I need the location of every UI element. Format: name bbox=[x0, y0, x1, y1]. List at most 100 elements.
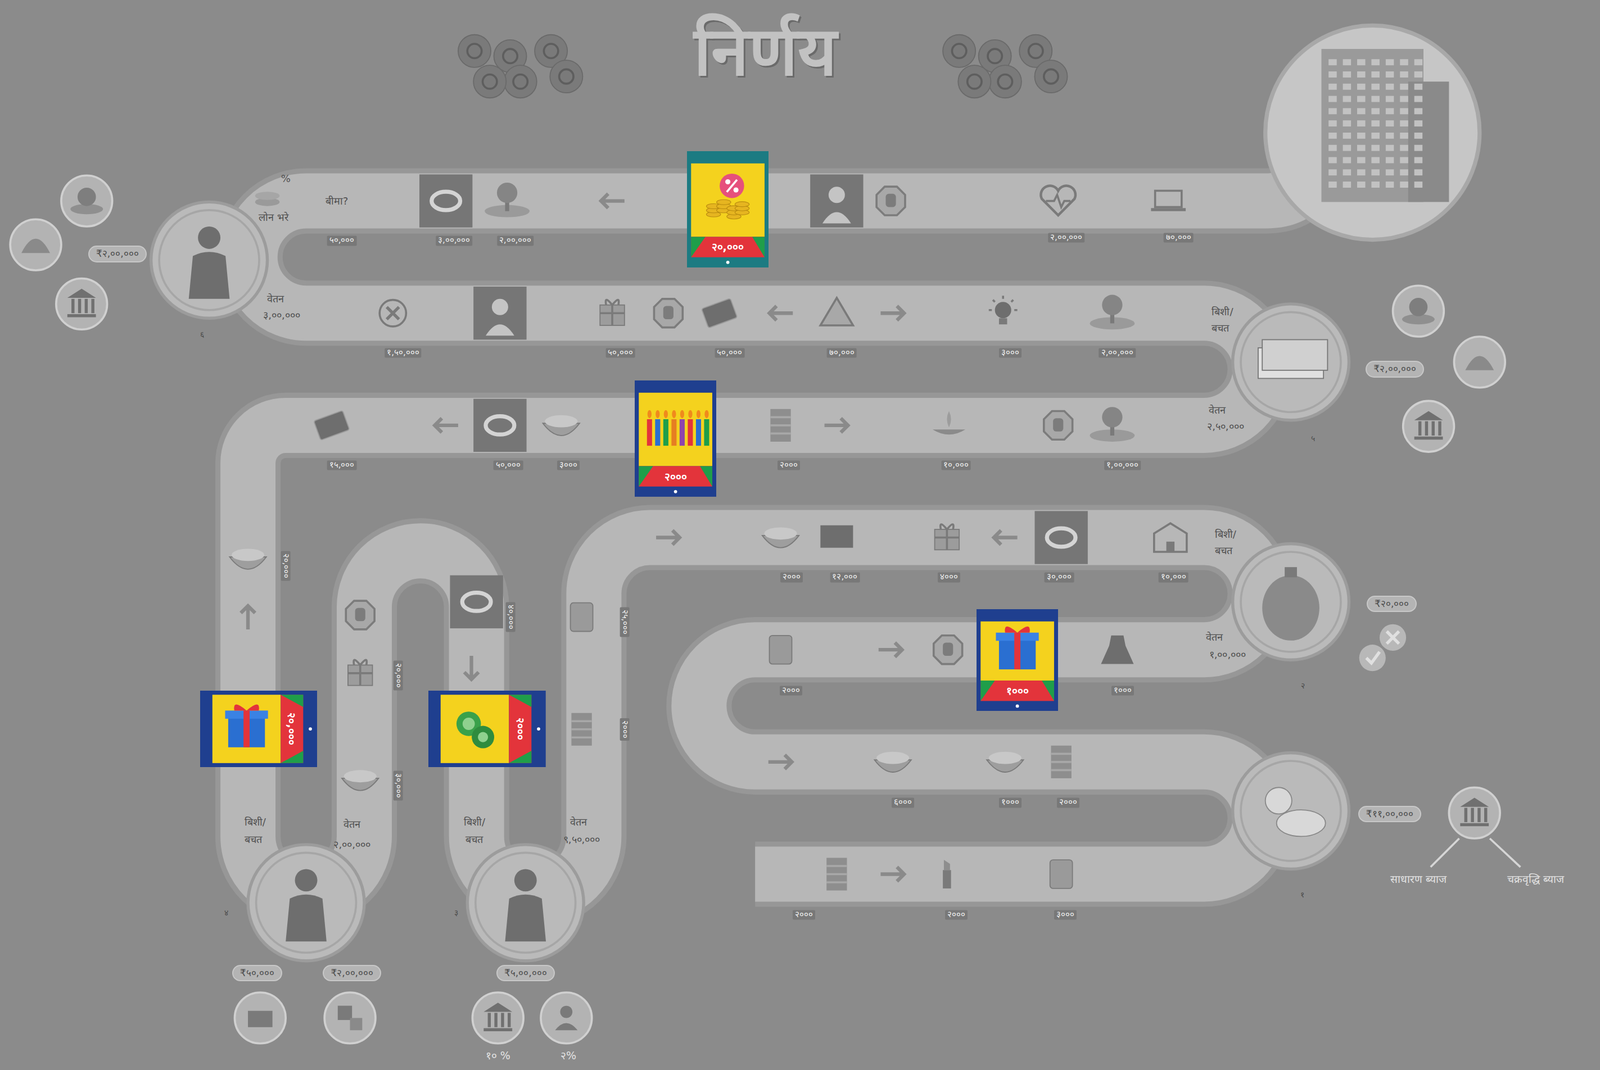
option-icon bbox=[324, 992, 376, 1044]
amount-text: ₹२,००,००० bbox=[96, 248, 139, 260]
illustration-part bbox=[1460, 797, 1489, 807]
card-picture bbox=[647, 410, 710, 447]
card-band bbox=[280, 694, 304, 708]
window bbox=[1414, 96, 1423, 103]
illustration-part bbox=[197, 226, 221, 250]
card-picture-part bbox=[1014, 632, 1021, 670]
window bbox=[1385, 107, 1395, 115]
board-label: २% bbox=[560, 1050, 577, 1063]
arL-icon bbox=[769, 306, 794, 321]
illustration-part bbox=[810, 174, 863, 228]
illustration-part bbox=[345, 600, 375, 630]
card-body bbox=[440, 694, 510, 764]
window bbox=[1343, 132, 1352, 139]
illustration-part bbox=[313, 410, 350, 441]
card-body bbox=[980, 621, 1055, 681]
card-icon bbox=[701, 298, 738, 329]
illustration-part bbox=[549, 60, 583, 93]
board-label: १,००,००० bbox=[1209, 649, 1246, 662]
illustration-part bbox=[1460, 823, 1489, 827]
xmark-icon bbox=[379, 300, 406, 327]
illustration-part bbox=[544, 415, 578, 428]
window bbox=[1414, 107, 1423, 115]
illustration-part bbox=[256, 852, 357, 953]
illustration-part bbox=[1276, 810, 1326, 837]
stop-icon bbox=[1043, 410, 1073, 440]
window bbox=[1343, 157, 1352, 164]
school-icon bbox=[1154, 523, 1187, 553]
illustration-part bbox=[1418, 421, 1422, 436]
window bbox=[1385, 59, 1395, 66]
illustration-part bbox=[1453, 336, 1505, 388]
card-picture-part bbox=[647, 410, 652, 419]
card-picture-part bbox=[703, 419, 709, 446]
window bbox=[1385, 83, 1395, 90]
window bbox=[1328, 145, 1337, 152]
stage-number: १ bbox=[1300, 890, 1305, 900]
cost-tab: २००० bbox=[945, 910, 968, 920]
window bbox=[1399, 157, 1409, 164]
illustration-part bbox=[21, 238, 51, 253]
card-picture-part bbox=[679, 419, 685, 446]
board-label: बिशी/ bbox=[463, 816, 486, 829]
window bbox=[1343, 96, 1352, 103]
illustration-part bbox=[1240, 312, 1341, 413]
illustration-part bbox=[458, 34, 491, 68]
illustration-part bbox=[987, 48, 1002, 63]
cost-tab: ६००० bbox=[891, 798, 915, 808]
illustration-part bbox=[988, 295, 1018, 310]
goal-circle bbox=[1265, 25, 1480, 240]
illustration-part bbox=[822, 212, 852, 224]
card-picture-part bbox=[647, 419, 653, 446]
card-frame bbox=[428, 690, 546, 768]
window bbox=[1399, 120, 1409, 127]
illustration-part bbox=[467, 844, 584, 962]
illustration-part bbox=[1150, 208, 1186, 211]
illustration-part bbox=[240, 606, 255, 630]
board-label: २,५०,००० bbox=[1207, 420, 1244, 433]
arL-icon bbox=[600, 193, 625, 209]
illustration-part bbox=[67, 288, 97, 298]
window bbox=[1343, 59, 1352, 66]
window bbox=[1399, 59, 1409, 66]
option-icon bbox=[56, 278, 108, 331]
illustration-part bbox=[599, 305, 625, 326]
board-label: वेतन bbox=[1208, 404, 1226, 417]
ring-icon bbox=[449, 575, 503, 629]
tri-icon bbox=[820, 297, 853, 326]
card-band bbox=[638, 466, 713, 487]
track-edge bbox=[247, 152, 1317, 896]
illustration-part bbox=[571, 721, 592, 738]
card-band bbox=[280, 751, 304, 764]
illustration-part bbox=[1262, 575, 1320, 641]
cost-tab: ३००० bbox=[1054, 910, 1077, 920]
illustration-part bbox=[355, 608, 366, 622]
illustration-part bbox=[540, 992, 592, 1044]
illustration-part bbox=[475, 852, 576, 953]
illustration-part bbox=[84, 299, 88, 314]
window bbox=[1343, 169, 1352, 176]
illustration-part bbox=[467, 43, 482, 58]
sari-icon bbox=[770, 409, 791, 442]
illustration-part bbox=[472, 992, 524, 1044]
card-value: २००० bbox=[514, 717, 527, 741]
card-body bbox=[690, 163, 765, 237]
stage-number: ६ bbox=[200, 330, 205, 340]
window bbox=[1357, 96, 1366, 103]
cost-tab: २०,००० bbox=[281, 551, 291, 582]
cost-tab: ४००० bbox=[937, 572, 961, 583]
card-band bbox=[690, 236, 765, 257]
board-label: २,००,००० bbox=[333, 839, 370, 852]
window bbox=[1399, 181, 1409, 188]
cost-tab: २,००,००० bbox=[1047, 232, 1086, 243]
card-picture-part bbox=[663, 410, 668, 419]
window bbox=[1357, 181, 1366, 188]
board-label: % bbox=[281, 172, 291, 185]
cost-tab: २००० bbox=[1056, 798, 1080, 808]
window bbox=[1343, 120, 1352, 127]
bulb-icon bbox=[988, 295, 1018, 325]
illustration-part bbox=[988, 752, 1022, 765]
leader-line bbox=[1430, 838, 1460, 868]
board-label: बीमा? bbox=[325, 195, 349, 207]
arR-icon bbox=[656, 530, 680, 545]
